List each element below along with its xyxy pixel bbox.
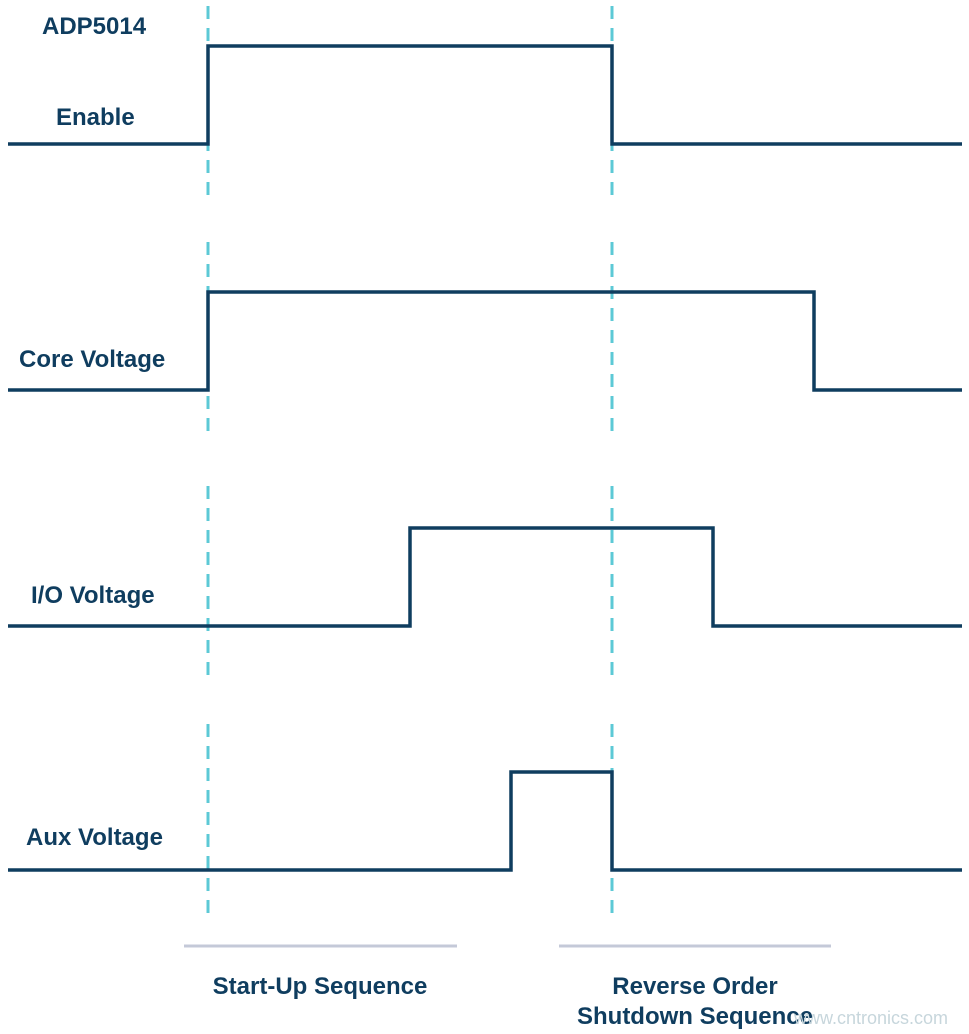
shutdown-sequence-label-line2: Shutdown Sequence [577,1003,813,1030]
device-label: ADP5014 [42,13,147,40]
signal-label-io-voltage: I/O Voltage [31,582,155,609]
event-markers [206,6,614,915]
waveform-core-voltage [8,290,962,392]
waveform-aux-voltage [8,770,962,872]
signal-label-aux-voltage: Aux Voltage [26,824,163,851]
signal-label-core-voltage: Core Voltage [19,346,165,373]
startup-sequence-label: Start-Up Sequence [213,973,428,1000]
waveform-enable [8,44,962,146]
signal-label-enable: Enable [56,104,135,131]
watermark: www.cntronics.com [793,1008,948,1028]
shutdown-sequence-label-line1: Reverse Order [612,973,777,1000]
waveform-io-voltage [8,526,962,628]
